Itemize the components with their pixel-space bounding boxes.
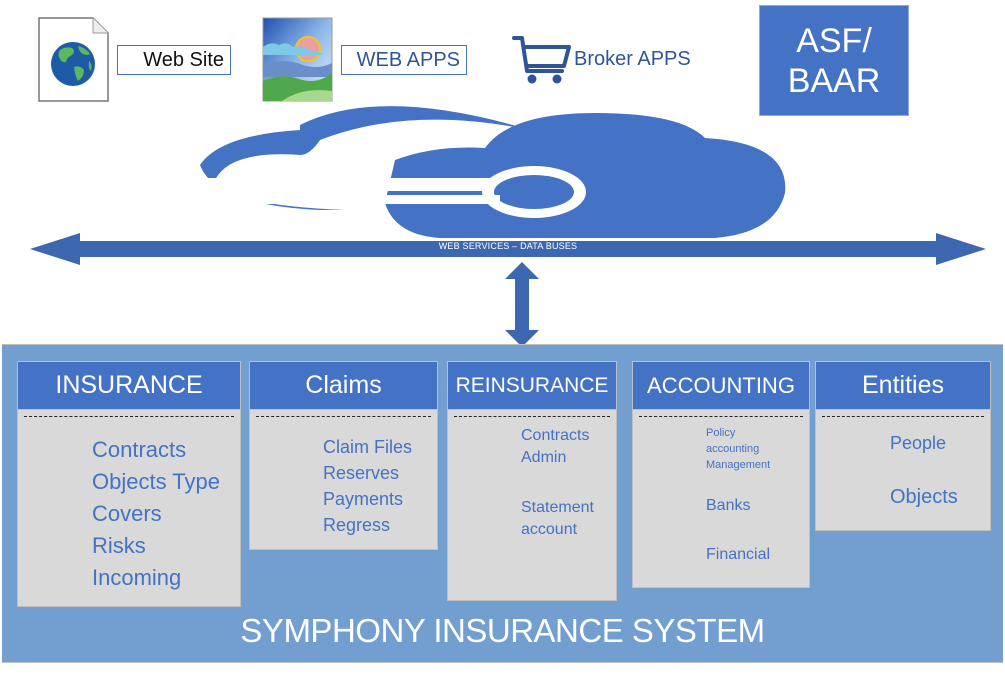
module-items: Contracts Admin Statement account (521, 425, 594, 541)
item-incoming: Incoming (92, 565, 182, 590)
divider (454, 416, 610, 417)
item-contracts: Contracts (92, 437, 187, 462)
item-account: account (521, 521, 578, 538)
module-title: Entities (816, 362, 990, 410)
website-label: Web Site (117, 45, 231, 75)
web-document-globe-icon (38, 17, 109, 102)
divider (256, 416, 431, 417)
module-items: People Objects (890, 432, 958, 508)
module-entities[interactable]: Entities People Objects (815, 361, 991, 531)
module-accounting[interactable]: ACCOUNTING Policy accounting Management … (632, 361, 810, 588)
bidirectional-arrow-icon (505, 262, 539, 347)
divider (24, 416, 234, 417)
item-covers: Covers (92, 501, 162, 526)
item-claim-files: Claim Files (323, 437, 413, 457)
webapps-label: WEB APPS (341, 45, 467, 75)
item-objects-type: Objects Type (92, 469, 220, 494)
divider (639, 416, 803, 417)
item-statement: Statement (521, 499, 594, 516)
system-title: SYMPHONY INSURANCE SYSTEM (240, 612, 765, 649)
data-bus-arrow (30, 233, 986, 265)
item-banks: Banks (706, 497, 751, 514)
data-bus-label: WEB SERVICES – DATA BUSES (438, 241, 578, 251)
webapps-label-text: WEB APPS (356, 48, 460, 71)
module-claims[interactable]: Claims Claim Files Reserves Payments Reg… (249, 361, 438, 550)
module-items: Claim Files Reserves Payments Regress (323, 434, 412, 538)
spacer (521, 469, 594, 497)
item-accounting: accounting (706, 443, 760, 455)
module-items: Contracts Objects Type Covers Risks Inco… (92, 434, 220, 594)
item-policy: Policy (706, 427, 736, 439)
module-reinsurance[interactable]: REINSURANCE Contracts Admin Statement ac… (447, 361, 617, 601)
module-insurance[interactable]: INSURANCE Contracts Objects Type Covers … (17, 361, 241, 607)
module-title: Claims (250, 362, 437, 410)
web-apps-picture-icon (262, 17, 333, 102)
item-financial: Financial (706, 546, 771, 563)
item-management: Management (706, 459, 771, 471)
baar-line: BAAR (787, 61, 881, 100)
item-contracts: Contracts (521, 427, 590, 444)
asf-baar-box: ASF/ BAAR (759, 5, 909, 116)
module-title: INSURANCE (18, 362, 240, 410)
shopping-cart-icon (512, 36, 571, 84)
item-people: People (890, 433, 947, 453)
module-title: ACCOUNTING (633, 362, 809, 410)
website-label-text: Web Site (143, 48, 224, 71)
cloud-icon (200, 106, 786, 238)
module-items: Policy accounting Management Banks Finan… (706, 425, 770, 565)
module-title: REINSURANCE (448, 362, 616, 410)
divider (822, 416, 984, 417)
broker-apps-label: Broker APPS (574, 48, 691, 70)
item-risks: Risks (92, 533, 146, 558)
item-regress: Regress (323, 515, 391, 535)
asf-line: ASF/ (796, 21, 872, 60)
item-payments: Payments (323, 489, 404, 509)
item-reserves: Reserves (323, 463, 400, 483)
item-objects: Objects (890, 486, 958, 508)
item-admin: Admin (521, 449, 567, 466)
